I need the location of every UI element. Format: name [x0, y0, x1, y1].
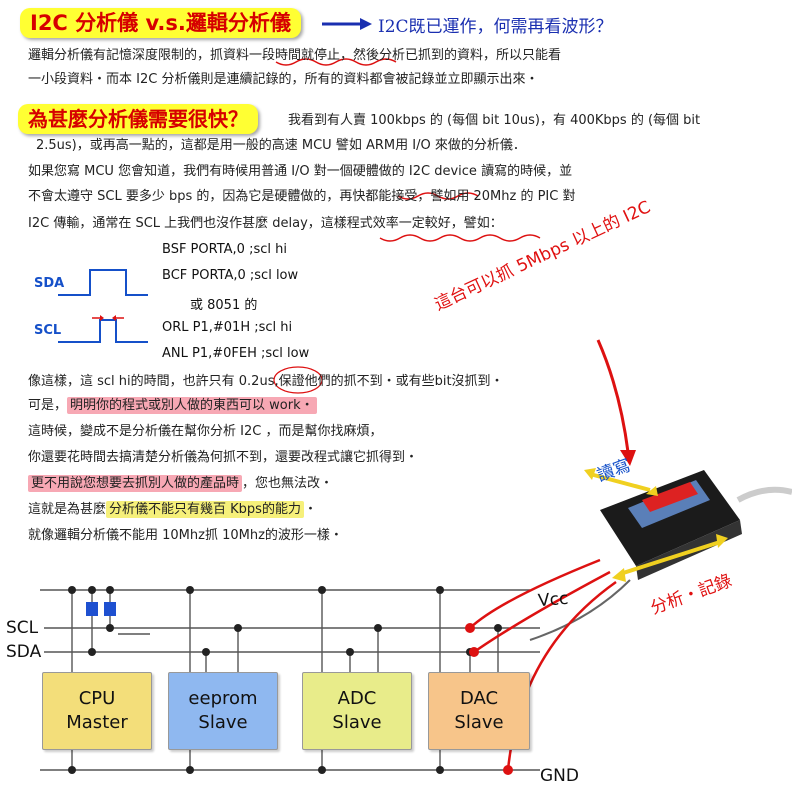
para3-line-1: 像這樣，這 scl hi的時間，也許只有 0.2us,保證他們的抓不到・或有些b… — [28, 374, 504, 389]
section2-title: 為甚麼分析儀需要很快？ — [18, 104, 258, 134]
para3-line-5-highlight: 更不用說您想要去抓別人做的產品時 — [28, 475, 243, 492]
code-line-2: BCF PORTA,0 ;scl low — [162, 268, 299, 283]
cpu-box-line-1: CPU — [78, 688, 116, 709]
code-line-1: BSF PORTA,0 ;scl hi — [162, 242, 287, 257]
para3-line-2: 可是，明明你的程式或別人做的東西可以 work・ — [28, 394, 317, 418]
scl-wave-label: SCL — [34, 323, 62, 338]
cpu-box-line-2: Master — [66, 712, 128, 733]
sda-bus-label: SDA — [6, 642, 42, 662]
code-line-4: ORL P1,#01H ;scl hi — [162, 320, 293, 335]
para3-line-5: 更不用說您想要去抓別人做的產品時，您也無法改・ — [28, 472, 333, 496]
para3-line-4: 你還要花時間去搞清楚分析儀為何抓不到，還要改程式讓它抓得到・ — [28, 450, 419, 465]
scl-wave — [58, 319, 148, 343]
para3-line-6-highlight: 分析儀不能只有幾百 Kbps的能力 — [106, 501, 304, 518]
analyze-record-label: 分析・記錄 — [647, 570, 735, 619]
section2-line-1: 我看到有人賣 100kbps 的 (每個 bit 10us)，有 400Kbps… — [288, 113, 701, 128]
intro-line-1: 邏輯分析儀有記憶深度限制的，抓資料一段時間就停止，然後分析已抓到的資料，所以只能… — [28, 48, 562, 63]
pullup-resistor-1 — [86, 602, 98, 616]
para3-line-3: 這時候，變成不是分析儀在幫你分析 I2C ，而是幫你找麻煩， — [28, 424, 383, 439]
dac-slave-box: DAC Slave — [428, 672, 530, 750]
para3-line-6-rest: ・ — [303, 502, 317, 517]
section2-line-2: 2.5us)，或再高一點的，這都是用一般的高速 MCU 譬如 ARM用 I/O … — [36, 138, 526, 153]
eeprom-box-line-2: Slave — [198, 712, 248, 733]
section2-line-5: I2C 傳輸，通常在 SCL 上我們也沒作甚麼 delay，這樣程式效率一定較好… — [28, 216, 503, 231]
vcc-label: Vcc — [537, 588, 570, 612]
pullup-resistor-2 — [104, 602, 116, 616]
para3-line-7: 就像邏輯分析儀不能用 10Mhz抓 10Mhz的波形一樣・ — [28, 528, 343, 543]
dac-box-line-2: Slave — [454, 712, 504, 733]
sda-wave-label: SDA — [34, 276, 65, 291]
section2-line-4: 不會太遵守 SCL 要多少 bps 的，因為它是硬體做的，再快都能接受，譬如用 … — [28, 189, 576, 204]
dac-box-line-1: DAC — [459, 688, 499, 709]
gnd-label: GND — [540, 766, 579, 786]
sda-wave — [58, 269, 148, 296]
main-title: I2C 分析儀 v.s.邏輯分析儀 — [20, 8, 301, 38]
probe-tip-scl — [465, 623, 475, 633]
scl-bus-label: SCL — [6, 618, 39, 638]
para3-line-6-prefix: 這就是為甚麼 — [28, 502, 107, 517]
para3-line-2-highlight: 明明你的程式或別人做的東西可以 work・ — [67, 397, 317, 414]
adc-slave-box: ADC Slave — [302, 672, 412, 750]
section2-line-3: 如果您寫 MCU 您會知道，我們有時候用普通 I/O 對一個硬體做的 I2C d… — [28, 164, 573, 179]
cpu-master-box: CPU Master — [42, 672, 152, 750]
para3-line-5-rest: ，您也無法改・ — [242, 476, 334, 491]
probe-tip-gnd — [503, 765, 513, 775]
code-line-3: 或 8051 的 — [190, 298, 258, 313]
read-write-label: 讀寫 — [594, 455, 634, 487]
para3-line-2-prefix: 可是， — [28, 398, 68, 413]
subtitle: I2C既已運作，何需再看波形？ — [378, 17, 613, 37]
code-line-5: ANL P1,#0FEH ;scl low — [162, 346, 310, 361]
adc-box-line-2: Slave — [332, 712, 382, 733]
title-arrow-head — [360, 18, 372, 30]
red-arrow-line — [596, 339, 630, 453]
eeprom-box-line-1: eeprom — [188, 688, 258, 709]
yellow-arrow-2 — [619, 540, 721, 576]
intro-line-2: 一小段資料・而本 I2C 分析儀則是連續記錄的，所有的資料都會被記錄並立即顯示出… — [28, 72, 539, 87]
adc-box-line-1: ADC — [337, 688, 377, 709]
para3-line-6: 這就是為甚麼分析儀不能只有幾百 Kbps的能力・ — [28, 498, 317, 522]
probe-tip-sda — [469, 647, 479, 657]
